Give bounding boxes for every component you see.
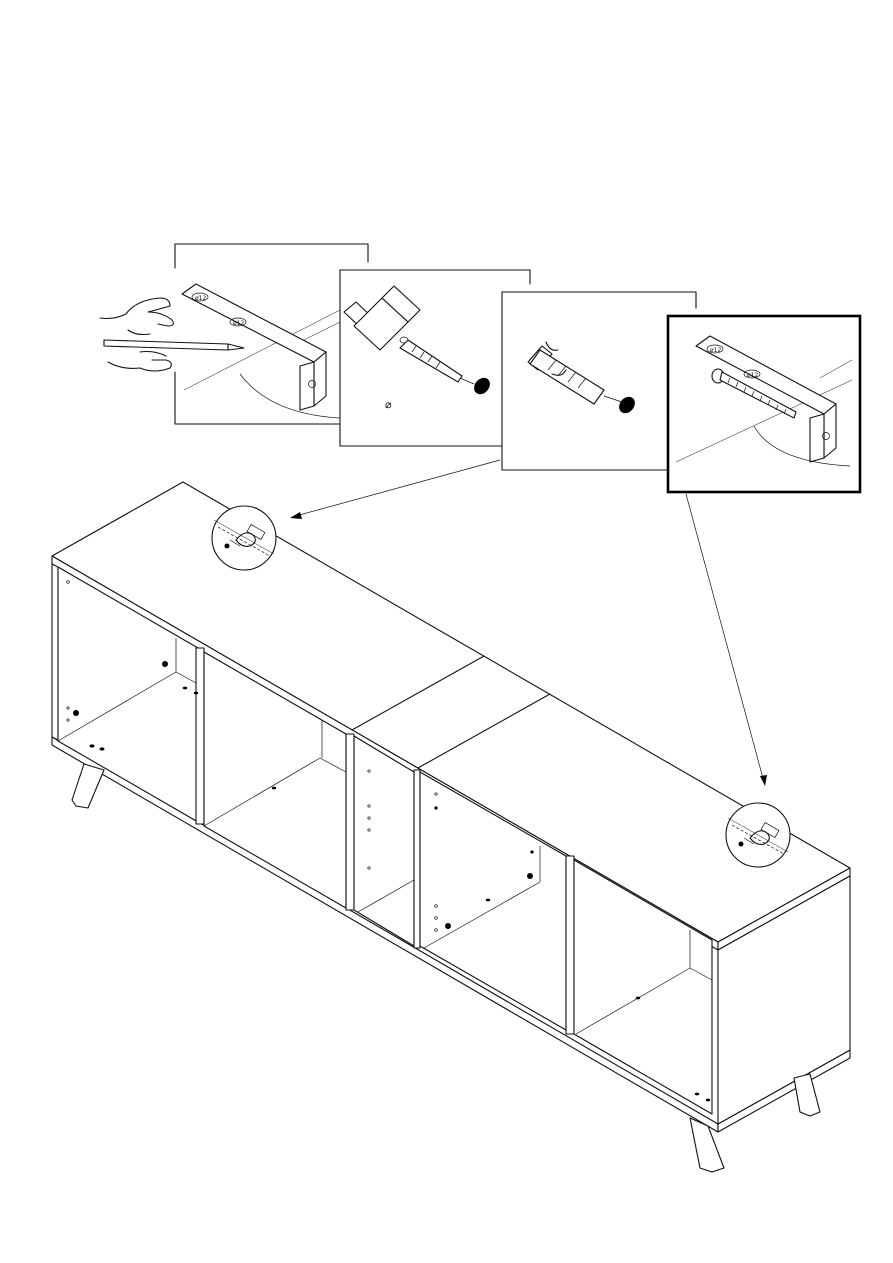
svg-text:ø12: ø12 bbox=[195, 295, 206, 302]
detail-circle-right bbox=[726, 803, 790, 867]
leg-back-right bbox=[794, 1074, 820, 1116]
diameter-symbol: ⌀ bbox=[385, 398, 392, 411]
step-panel-mark: ø12 ø12 bbox=[100, 244, 368, 424]
arrow-to-right-detail bbox=[686, 494, 764, 782]
arrowhead-left bbox=[290, 512, 302, 519]
drill-bit-icon bbox=[344, 286, 493, 397]
left-side-panel bbox=[52, 564, 58, 740]
pencil-icon bbox=[104, 340, 244, 350]
svg-text:ø12: ø12 bbox=[233, 320, 244, 327]
step-panel-fix: ø12 ø12 bbox=[668, 316, 860, 492]
panel1-frame-top bbox=[175, 244, 368, 268]
arrowhead-right bbox=[760, 775, 767, 786]
wall-plug-icon bbox=[528, 342, 638, 416]
middle-compartment-opening bbox=[354, 736, 414, 946]
tv-cabinet bbox=[52, 482, 850, 1172]
svg-text:ø12: ø12 bbox=[747, 372, 758, 379]
detail-circle-left bbox=[212, 506, 276, 570]
svg-text:ø12: ø12 bbox=[710, 347, 721, 354]
left-divider bbox=[196, 648, 204, 824]
hand-icon bbox=[100, 298, 173, 371]
leg-front-left bbox=[72, 764, 104, 808]
arrow-to-left-detail bbox=[292, 460, 500, 517]
